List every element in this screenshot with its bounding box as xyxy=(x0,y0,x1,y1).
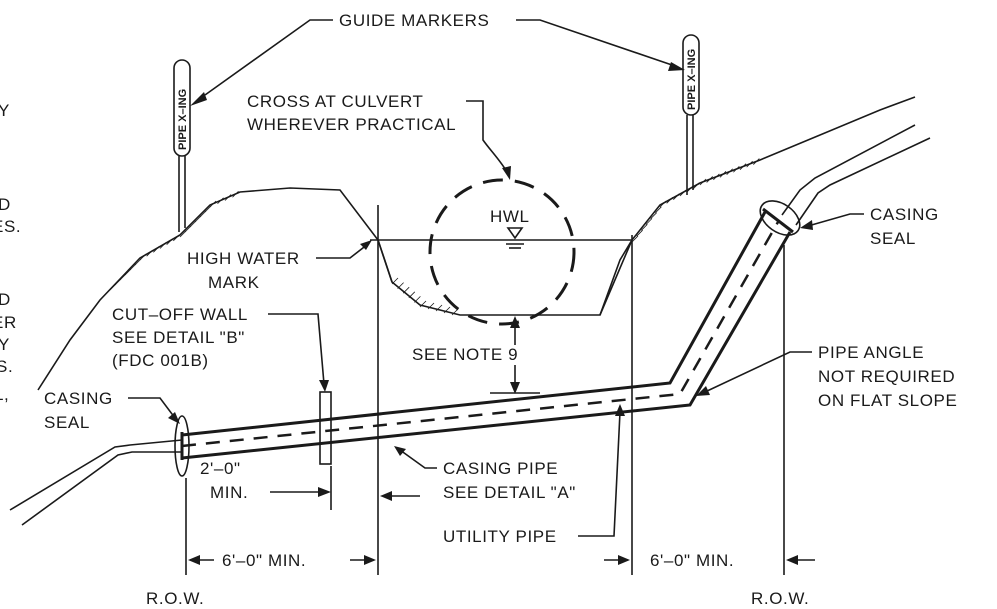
pipe-angle-label-2: NOT REQUIRED xyxy=(818,367,955,386)
hwl-label: HWL xyxy=(490,207,530,226)
hatch-stroke xyxy=(224,194,232,201)
hatch-stroke xyxy=(733,165,740,173)
note-fragment: ES. xyxy=(0,217,21,236)
casing-seal-right-label-1: CASING xyxy=(870,205,939,224)
casing-pipe-label-2: SEE DETAIL "A" xyxy=(443,483,576,502)
hatch-stroke xyxy=(217,197,224,205)
guide-markers-label: GUIDE MARKERS xyxy=(339,11,489,30)
utility-pipe-label: UTILITY PIPE xyxy=(443,527,557,546)
hatch-stroke xyxy=(673,193,680,200)
note-fragment: D xyxy=(0,195,11,214)
guide-marker-left: PIPE X–ING xyxy=(173,59,191,232)
pipe-angle-label-1: PIPE ANGLE xyxy=(818,343,924,362)
cutoff-wall-label-1: CUT–OFF WALL xyxy=(112,305,248,324)
hatch-stroke xyxy=(414,296,421,303)
hatch-stroke xyxy=(739,163,747,170)
dim-right-label: 6'–0" MIN. xyxy=(650,551,734,570)
cutoff-wall-label-3: (FDC 001B) xyxy=(112,351,209,370)
hatch-stroke xyxy=(641,224,648,231)
hatch-stroke xyxy=(713,173,720,181)
cross-at-culvert-label-2: WHEREVER PRACTICAL xyxy=(247,115,456,134)
hatch-stroke xyxy=(666,197,673,204)
casing-seal-left-label-1: CASING xyxy=(44,389,113,408)
hatch-stroke xyxy=(391,277,399,285)
hatch-stroke xyxy=(166,238,173,245)
marker-text: PIPE X–ING xyxy=(177,89,189,150)
note-fragment: D xyxy=(0,290,11,309)
hatch-stroke xyxy=(408,291,416,299)
casing-seal-right xyxy=(759,200,801,236)
cutoff-wall-label-2: SEE DETAIL "B" xyxy=(112,328,245,347)
casing-seal-right-label-2: SEAL xyxy=(870,229,916,248)
hatch-stroke xyxy=(173,234,180,242)
note-fragment: L, xyxy=(0,385,9,404)
hatch-stroke xyxy=(699,178,707,186)
ground-profile xyxy=(37,96,916,391)
hatch-stroke xyxy=(443,306,451,314)
guide-marker-right: PIPE X–ING xyxy=(682,34,700,195)
hatch-stroke xyxy=(397,282,404,289)
row-left-label: R.O.W. xyxy=(146,589,204,608)
high-water-mark-label-2: MARK xyxy=(208,273,260,292)
hatch-stroke xyxy=(655,206,662,214)
hatch-stroke xyxy=(726,168,733,176)
see-note-label: SEE NOTE 9 xyxy=(412,345,518,364)
casing-seal-left xyxy=(174,415,190,477)
hatch-stroke xyxy=(159,242,167,249)
high-water-mark-label-1: HIGH WATER xyxy=(187,249,300,268)
hatch-stroke xyxy=(209,200,217,208)
hwl-symbol: HWL xyxy=(490,207,530,249)
hatch-stroke xyxy=(419,300,427,308)
note-fragment: Y xyxy=(0,101,10,120)
cross-at-culvert-label-1: CROSS AT CULVERT xyxy=(247,92,424,111)
marker-text: PIPE X–ING xyxy=(686,49,698,110)
casing-seal-left-label-2: SEAL xyxy=(44,413,90,432)
hatch-stroke xyxy=(631,235,639,243)
hatch-stroke xyxy=(153,246,160,253)
note-fragment: Y xyxy=(0,335,10,354)
hatch-stroke xyxy=(753,158,760,165)
min-2ft-label-2: MIN. xyxy=(210,483,248,502)
dimension-extension-lines xyxy=(185,205,785,575)
hatch-stroke xyxy=(402,286,410,294)
hatch-stroke xyxy=(650,212,657,219)
pipe-angle-label-3: ON FLAT SLOPE xyxy=(818,391,957,410)
min-2ft-label-1: 2'–0" xyxy=(200,459,241,478)
casing-pipe xyxy=(180,207,794,460)
hatch-stroke xyxy=(659,200,667,208)
note-fragment: S. xyxy=(0,357,13,376)
row-right-label: R.O.W. xyxy=(751,589,809,608)
hatch-stroke xyxy=(636,229,643,237)
note-fragment: ER xyxy=(0,313,17,332)
hatch-stroke xyxy=(427,302,435,310)
culvert-circle xyxy=(428,178,576,326)
hatch-stroke xyxy=(679,189,687,197)
hatch-stroke xyxy=(719,171,727,178)
hatch-stroke xyxy=(645,218,653,225)
cutoff-wall xyxy=(319,391,332,465)
dim-left-label: 6'–0" MIN. xyxy=(222,551,306,570)
casing-pipe-label-1: CASING PIPE xyxy=(443,459,558,478)
hatch-stroke xyxy=(146,249,153,257)
hatch-stroke xyxy=(139,253,147,261)
utility-pipe-extension xyxy=(9,124,931,526)
hatch-stroke xyxy=(706,176,713,183)
hatch-stroke xyxy=(693,182,700,189)
hatch-stroke xyxy=(435,304,443,312)
clipped-note-fragments: Y D ES. D ER Y S. L, xyxy=(0,101,21,404)
hatch-stroke xyxy=(232,190,239,198)
soil-hatching xyxy=(109,158,760,316)
hatch-stroke xyxy=(746,160,753,168)
